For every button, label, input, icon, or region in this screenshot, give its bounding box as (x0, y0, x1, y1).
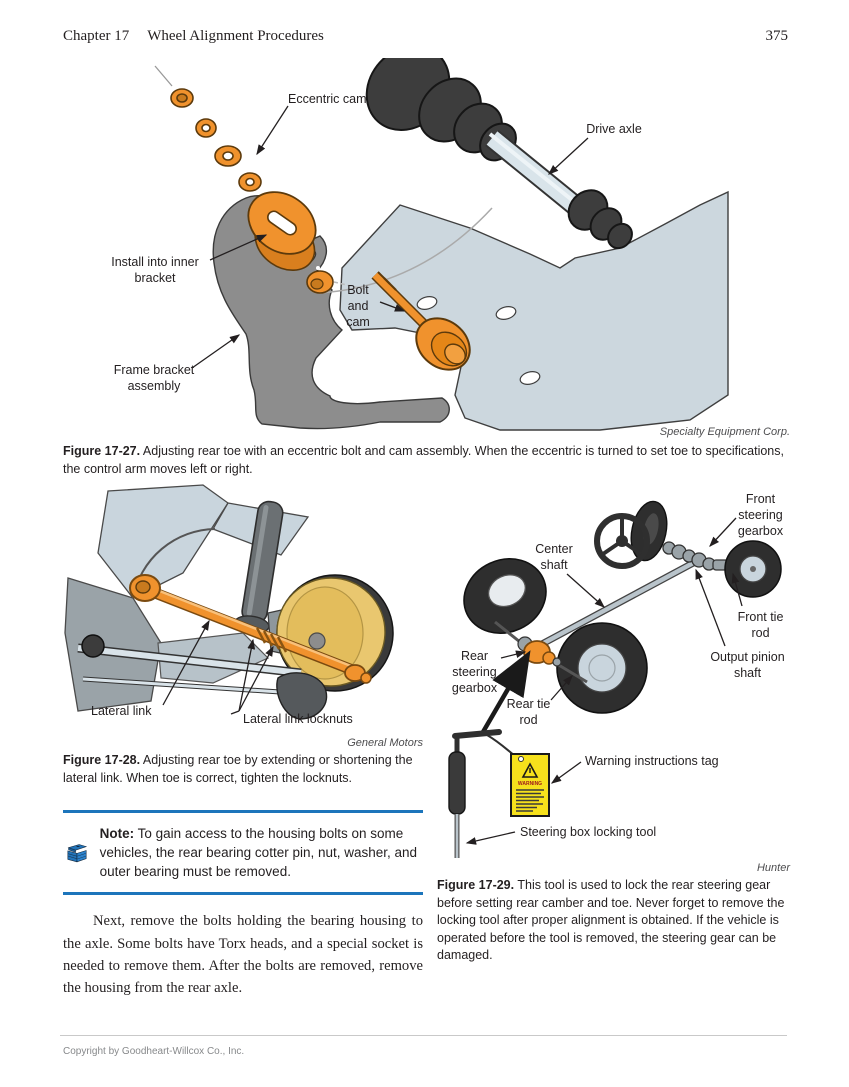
note-label: Note: (99, 826, 135, 841)
label-drive-axle: Drive axle (586, 122, 642, 136)
note-box: Note: To gain access to the housing bolt… (63, 810, 423, 896)
label-output-pinion-shaft: Output pinion shaft (710, 650, 785, 680)
figure-27-credit: Specialty Equipment Corp. (659, 426, 790, 438)
figure-29: WARNING Fr (437, 486, 790, 860)
label-steering-box-locking-tool: Steering box locking tool (520, 825, 657, 839)
figure-29-caption-text: This tool is used to lock the rear steer… (437, 878, 785, 962)
label-eccentric-cam: Eccentric cam (288, 92, 367, 106)
figure-29-credit: Hunter (756, 862, 790, 874)
chapter-title: Wheel Alignment Procedures (147, 28, 324, 44)
toolbox-icon (67, 843, 88, 862)
figure-29-caption-number: Figure 17-29. (437, 878, 515, 892)
left-column: Lateral link Lateral link locknuts Gener… (63, 483, 423, 999)
warning-tag-word: WARNING (518, 781, 542, 787)
figure-27-art (154, 58, 729, 431)
label-lateral-link-locknuts: Lateral link locknuts (243, 712, 353, 726)
figure-28-art (64, 484, 394, 720)
figure-29-caption: Figure 17-29. This tool is used to lock … (437, 877, 790, 965)
figure-29-art: WARNING (448, 500, 782, 858)
label-rear-steering-gearbox: Rear steering gearbox (451, 649, 498, 695)
footer-divider (60, 1035, 787, 1036)
figure-27: Eccentric cam Drive axle Install into in… (0, 58, 849, 438)
label-warning-instructions-tag: Warning instructions tag (585, 754, 719, 768)
label-frame-bracket-assembly: Frame bracket assembly (113, 363, 195, 393)
label-lateral-link: Lateral link (91, 704, 152, 718)
label-bolt-and-cam: Bolt and cam (346, 283, 370, 329)
label-center-shaft: Center shaft (535, 542, 573, 572)
figure-28: Lateral link Lateral link locknuts (63, 483, 423, 735)
figure-28-caption: Figure 17-28. Adjusting rear toe by exte… (63, 752, 423, 787)
label-install-into-inner-bracket: Install into inner bracket (111, 255, 199, 285)
figure-27-caption-text: Adjusting rear toe with an eccentric bol… (63, 444, 784, 476)
right-column: WARNING Fr (437, 486, 790, 965)
drive-axle-art (365, 58, 633, 250)
figure-27-caption-number: Figure 17-27. (63, 444, 141, 458)
note-text: Note: To gain access to the housing bolt… (99, 826, 418, 880)
label-front-steering-gearbox: Front steering gearbox (737, 492, 784, 538)
chapter-label: Chapter 17 (63, 28, 130, 44)
figure-28-caption-text: Adjusting rear toe by extending or short… (63, 753, 413, 785)
label-rear-tie-rod: Rear tie rod (506, 697, 551, 727)
figure-27-caption: Figure 17-27. Adjusting rear toe with an… (63, 443, 790, 478)
label-front-tie-rod: Front tie rod (737, 610, 784, 640)
body-paragraph: Next, remove the bolts holding the beari… (63, 913, 423, 996)
footer-copyright: Copyright by Goodheart-Willcox Co., Inc. (63, 1046, 245, 1057)
page-header: Chapter 17 Wheel Alignment Procedures (63, 28, 324, 45)
figure-28-caption-number: Figure 17-28. (63, 753, 141, 767)
figure-28-credit: General Motors (347, 737, 423, 749)
page-number: 375 (765, 28, 789, 44)
